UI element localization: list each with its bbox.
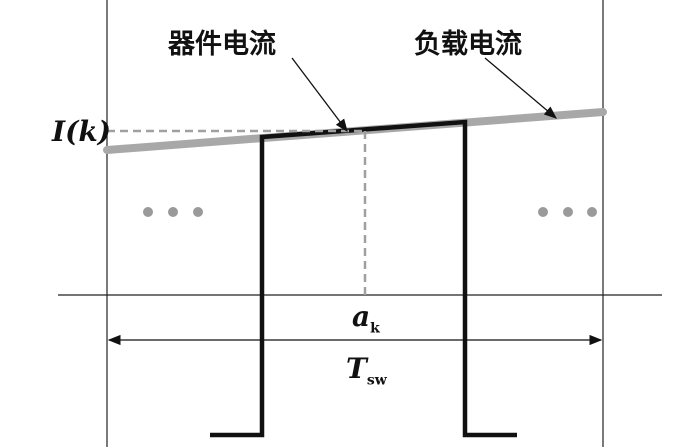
ak-symbol: a: [352, 300, 371, 333]
tsw-label: Tsw: [346, 352, 387, 389]
device-current-pulse: [210, 119, 517, 438]
device-current-label: 器件电流: [168, 29, 276, 60]
ik-label: I(k): [52, 115, 111, 148]
ak-subscript: k: [370, 320, 380, 337]
tsw-subscript: sw: [366, 372, 387, 389]
right-ellipsis-dots: [538, 207, 597, 217]
load-current-pointer: [484, 57, 557, 119]
left-ellipsis-dots: [143, 207, 203, 217]
device-current-pointer: [291, 57, 348, 133]
tsw-symbol: T: [346, 352, 367, 385]
load-current-label: 负载电流: [414, 29, 522, 60]
ak-label: ak: [352, 300, 380, 337]
